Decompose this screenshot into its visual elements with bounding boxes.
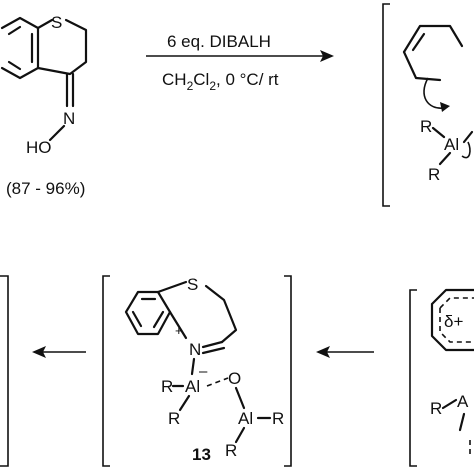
sulfur-atom: S	[187, 275, 198, 294]
yield-label: (87 - 96%)	[6, 179, 85, 198]
r-al-bond	[431, 126, 446, 139]
al-bond-right	[462, 130, 474, 144]
oxygen-atom: O	[228, 369, 241, 388]
aromatic-ring-lower	[402, 50, 442, 82]
ring-inner-bond	[411, 32, 426, 52]
al-o-dashed-bond	[206, 377, 229, 387]
reagent-label: 6 eq. DIBALH	[167, 32, 271, 51]
reaction-arrow-left	[32, 346, 86, 358]
aluminum-atom-partial: A	[457, 392, 469, 411]
r-group: R	[168, 409, 180, 428]
aluminum-atom: Al	[444, 135, 459, 154]
thiopyran-ring	[36, 18, 88, 76]
conditions-label: CH2Cl2, 0 °C/ rt	[162, 70, 279, 93]
sulfur-atom: S	[51, 13, 62, 32]
al-r-bond	[234, 426, 246, 444]
reaction-arrow-top: 6 eq. DIBALH CH2Cl2, 0 °C/ rt	[146, 32, 334, 93]
r-group: R	[428, 165, 440, 184]
aluminum-atom: Al	[238, 409, 253, 428]
r-group: R	[420, 117, 432, 136]
delta-ring-dashed	[439, 297, 474, 343]
hydroxyl-group: HO	[26, 138, 52, 157]
positive-charge: +	[175, 323, 183, 338]
nitrogen-atom: N	[189, 340, 201, 359]
thiazepine-ring	[156, 280, 238, 344]
arrowhead	[32, 346, 46, 358]
bracket-right	[284, 275, 292, 467]
benzene-inner-bond	[131, 310, 143, 328]
bracket-right	[0, 275, 9, 467]
o-al-bond	[234, 386, 246, 410]
aluminum-atom: Al	[185, 377, 200, 396]
r-group: R	[272, 409, 284, 428]
c-n-bond	[168, 310, 188, 340]
intermediate-top-right: R Al R	[382, 3, 474, 207]
delta-ring	[430, 288, 474, 352]
r-group: R	[430, 399, 442, 418]
electron-arrowhead	[440, 102, 450, 112]
bracket-left	[382, 3, 390, 207]
intermediate-13: S + N R Al – O R Al R R 13	[102, 275, 292, 467]
r-group: R	[225, 441, 237, 460]
benzene-inner-bond	[7, 25, 22, 36]
bracket-left	[102, 275, 110, 467]
al-r-bond	[178, 394, 191, 412]
al-r-bond	[458, 412, 466, 432]
aromatic-ring	[402, 24, 464, 54]
benzene-inner-bond	[152, 310, 165, 329]
al-r-bond	[438, 151, 452, 166]
curved-arrow-small	[461, 141, 471, 159]
benzene-inner-bond	[7, 60, 22, 71]
r-al-bond	[441, 398, 458, 410]
n-c-double-bond	[201, 340, 226, 355]
compound-label: 13	[192, 445, 211, 464]
r-group: R	[161, 377, 173, 396]
bracket-left	[409, 289, 417, 467]
product-left-cropped	[0, 275, 9, 467]
imine-double-bond	[65, 72, 75, 108]
n-al-bond	[190, 357, 196, 376]
n-o-bond	[48, 124, 66, 142]
partial-positive-charge: δ+	[444, 312, 463, 331]
starting-material: S N HO (87 - 96%)	[0, 13, 88, 198]
electron-arrow	[423, 77, 445, 109]
arrowhead	[316, 346, 330, 358]
nitrogen-atom: N	[63, 109, 75, 128]
intermediate-right: δ+ R A	[409, 288, 474, 467]
arrowhead	[320, 50, 334, 62]
negative-charge: –	[199, 363, 208, 380]
benzene-ring	[0, 16, 40, 80]
reaction-arrow-middle	[316, 346, 374, 358]
